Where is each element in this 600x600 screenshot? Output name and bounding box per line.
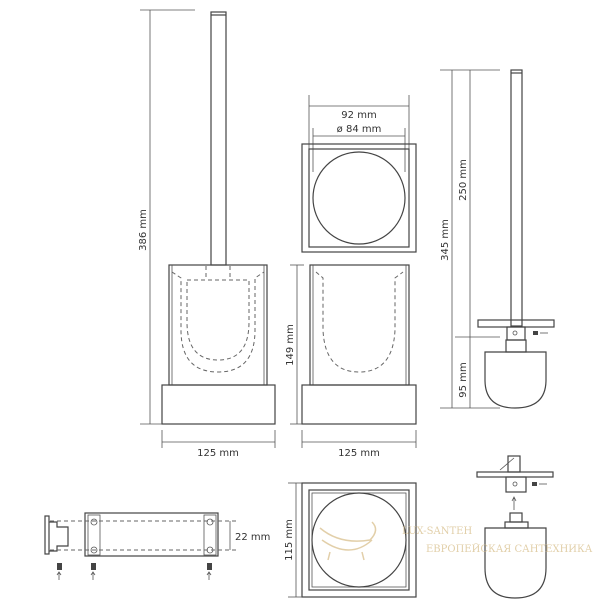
- dim-front-width: 125 mm: [197, 448, 239, 459]
- watermark-tagline: ЕВРОПЕЙСКАЯ САНТЕХНИКА: [426, 543, 593, 555]
- base-block: [161, 384, 276, 425]
- dim-base-depth: 115 mm: [284, 519, 295, 561]
- side-view: 149 mm 125 mm: [285, 264, 417, 459]
- top-view: 92 mm ø 84 mm: [301, 95, 417, 253]
- watermark-brand: LUX-SANTEH: [402, 526, 472, 537]
- dim-holder-height: 149 mm: [285, 324, 296, 366]
- dim-side-width: 125 mm: [338, 448, 380, 459]
- front-view: 386 mm 125 mm: [138, 9, 276, 459]
- dim-brush-head: 95 mm: [458, 362, 469, 397]
- dim-brush-handle: 250 mm: [458, 159, 469, 201]
- dim-hole-spacing: 22 mm: [235, 532, 270, 543]
- handle-rod: [210, 11, 227, 266]
- dim-top-outer: 92 mm: [341, 110, 376, 121]
- bottom-view: 115 mm: [284, 482, 417, 598]
- wall-mount-detail: 22 mm: [44, 512, 270, 580]
- brush-assembly-detail: [476, 455, 554, 599]
- dim-top-diameter: ø 84 mm: [337, 124, 382, 135]
- watermark-logo: LUX-SANTEH ЕВРОПЕЙСКАЯ САНТЕХНИКА: [319, 521, 593, 561]
- brush-view: 345 mm 250 mm 95 mm: [440, 69, 555, 409]
- dim-total-height: 386 mm: [138, 209, 149, 251]
- dim-brush-total: 345 mm: [440, 219, 451, 261]
- glass-body: [168, 264, 268, 386]
